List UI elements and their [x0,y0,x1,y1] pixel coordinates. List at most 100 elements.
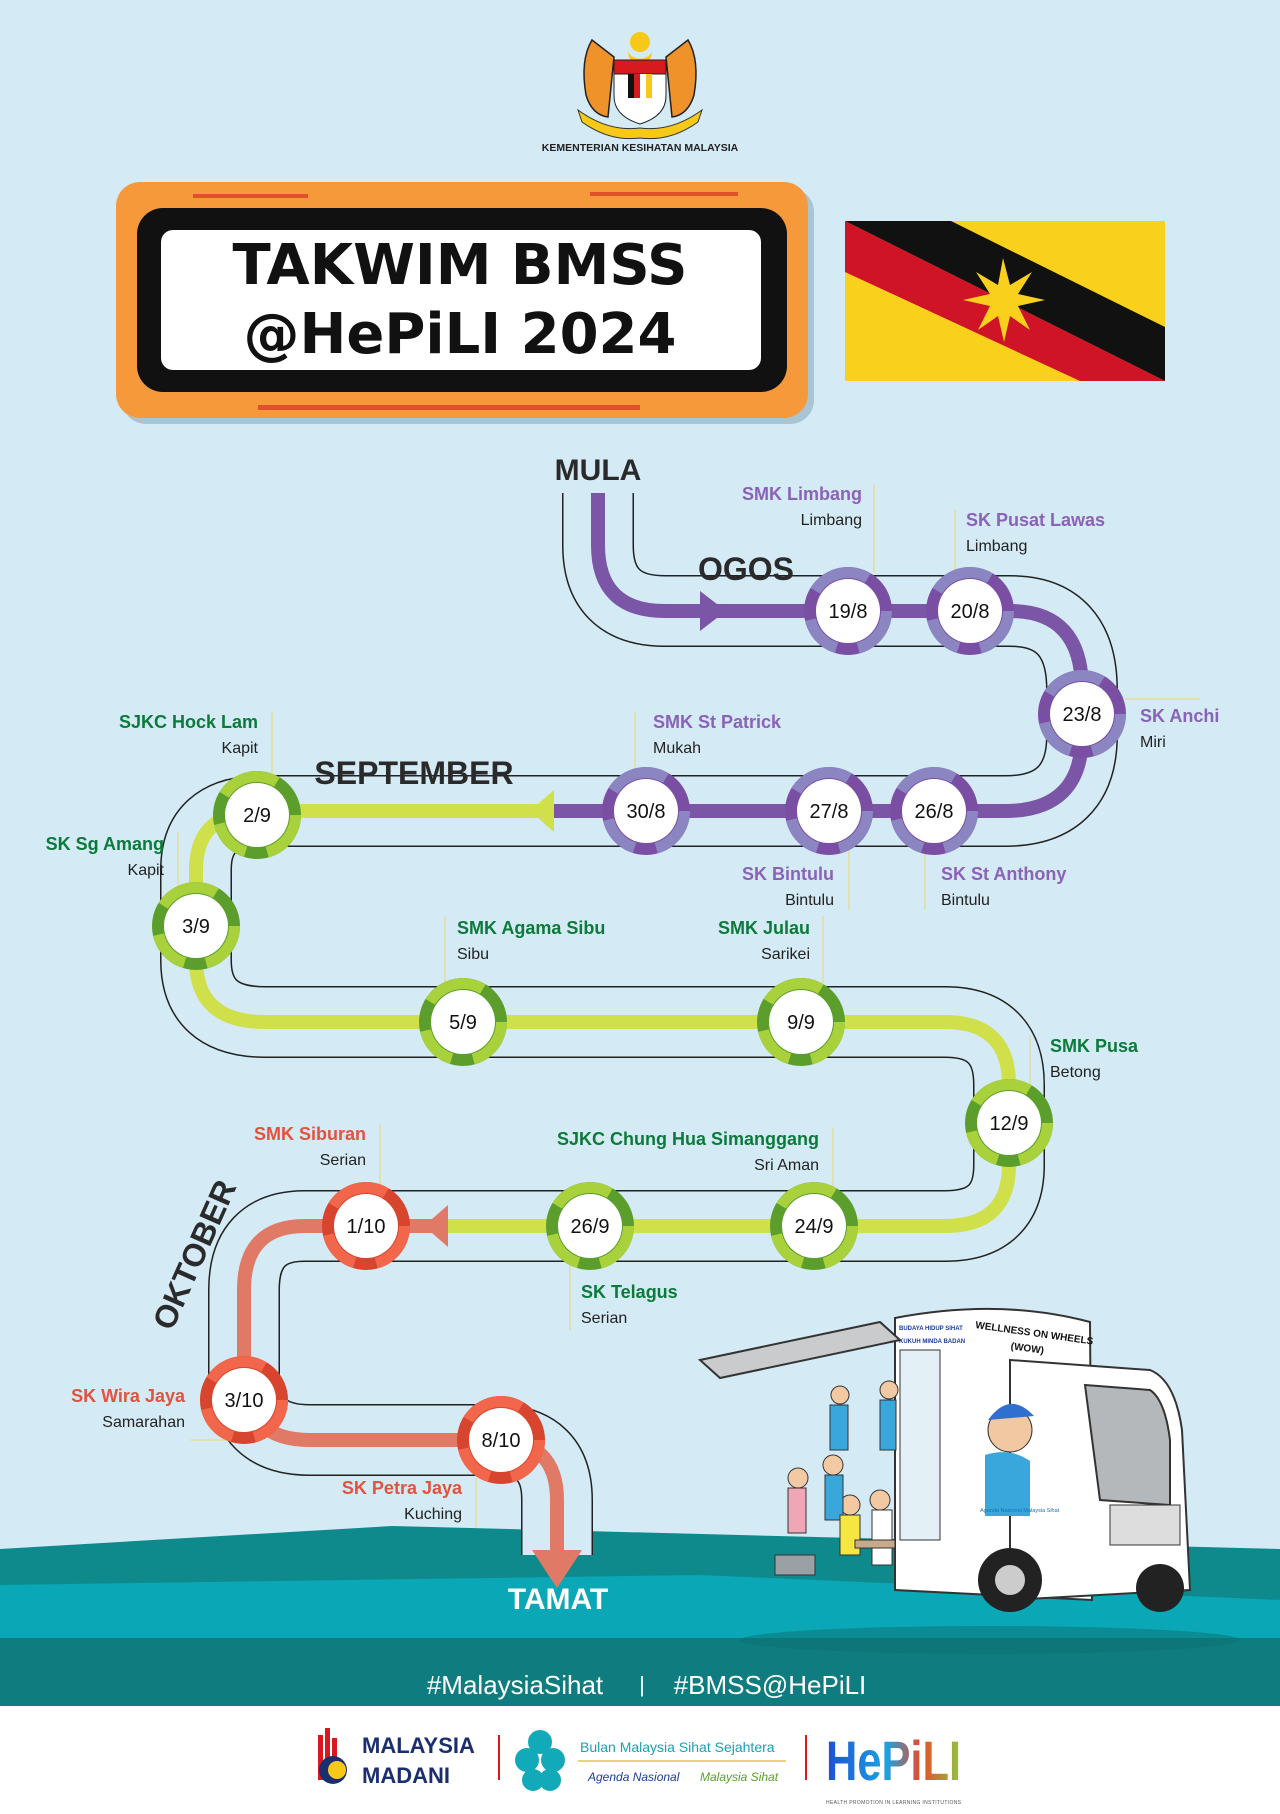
stop-school-name: SMK Siburan [254,1124,366,1144]
stop-ring-highlight [926,567,1014,655]
stop-district: Limbang [966,538,1027,555]
stop-date: 26/9 [571,1216,610,1238]
stop-school-name: SK Petra Jaya [342,1478,463,1498]
route-stop[interactable]: 5/9 [419,978,507,1066]
route-stop[interactable]: 26/9 [546,1182,634,1270]
stop-school-name: SMK Agama Sibu [457,918,605,938]
direction-arrow-icon [530,790,554,832]
hashtag-bar: #MalaysiaSihat | #BMSS@HePiLI [427,1670,866,1700]
stop-center [938,579,1002,643]
route-stop[interactable]: 1/10 [322,1182,410,1270]
route-stop[interactable]: 26/8 [890,767,978,855]
route-stop[interactable]: 24/9 [770,1182,858,1270]
stop-date: 9/9 [787,1012,815,1034]
stop-school-name: SJKC Hock Lam [119,712,258,732]
stop-center [797,779,861,843]
logo-hepili-sub: HEALTH PROMOTION IN LEARNING INSTITUTION… [826,1800,962,1806]
logo-bmss-line2b: Malaysia Sihat [700,1770,779,1784]
stop-school-name: SMK Limbang [742,484,862,504]
route-stop[interactable]: 2/9 [213,771,301,859]
stop-ring-highlight [757,978,845,1066]
stop-district: Mukah [653,740,701,757]
route-stop[interactable]: 3/9 [152,882,240,970]
stop-ring-highlight [152,882,240,970]
hashtag-bmss-hepili: #BMSS@HePiLI [674,1670,867,1700]
stop-school-name: SK St Anthony [941,864,1066,884]
stop-ring-highlight [770,1182,858,1270]
route-stop[interactable]: 23/8 [1038,670,1126,758]
stop-district: Kuching [404,1506,462,1523]
stop-center [212,1368,276,1432]
stop-district: Sarikei [761,946,810,963]
stop-center [977,1091,1041,1155]
stop-center [431,990,495,1054]
route-line-october [237,1219,564,1555]
logo-madani-line2: MADANI [362,1763,450,1788]
stop-district: Betong [1050,1064,1101,1081]
stop-ring-highlight [890,767,978,855]
route-stop[interactable]: 8/10 [457,1396,545,1484]
stop-ring-highlight [785,767,873,855]
hashtag-malaysiasihat: #MalaysiaSihat [427,1670,604,1700]
stop-district: Kapit [128,862,165,879]
stop-ring-highlight [546,1182,634,1270]
stop-school-name: SK Pusat Lawas [966,510,1105,530]
month-label-september: SEPTEMBER [314,755,513,791]
stop-center [225,783,289,847]
stop-school-name: SMK Pusa [1050,1036,1139,1056]
van-sign-sub: (WOW) [1010,1341,1045,1357]
start-label: MULA [555,454,642,487]
stop-ring-highlight [965,1079,1053,1167]
end-label: TAMAT [508,1583,609,1616]
stop-date: 20/8 [951,601,990,623]
stop-district: Bintulu [941,892,990,909]
stop-date: 26/8 [915,801,954,823]
stop-district: Kapit [222,740,259,757]
route-stop[interactable]: 12/9 [965,1079,1053,1167]
end-arrow-icon [532,1550,582,1588]
route-stop[interactable]: 9/9 [757,978,845,1066]
stop-date: 3/9 [182,916,210,938]
stop-district: Samarahan [102,1414,185,1431]
stop-center [614,779,678,843]
stop-date: 8/10 [482,1430,521,1452]
route-stop[interactable]: 19/8 [804,567,892,655]
route-line-september [189,804,1016,1233]
stop-school-name: SK Anchi [1140,706,1219,726]
route-stop[interactable]: 3/10 [200,1356,288,1444]
stop-school-name: SK Bintulu [742,864,834,884]
stop-school-name: SK Sg Amang [46,834,164,854]
stop-date: 23/8 [1063,704,1102,726]
route-stop[interactable]: 20/8 [926,567,1014,655]
stop-ring-highlight [804,567,892,655]
stop-date: 2/9 [243,805,271,827]
sarawak-flag [845,221,1165,381]
stop-district: Bintulu [785,892,834,909]
route-stop[interactable]: 30/8 [602,767,690,855]
stop-district: Miri [1140,734,1166,751]
hepili-logo: HePiLI HEALTH PROMOTION IN LEARNING INST… [826,1729,962,1806]
stop-date: 24/9 [795,1216,834,1238]
stop-center [902,779,966,843]
stop-ring-highlight [1038,670,1126,758]
direction-arrow-icon [424,1205,448,1247]
flag-star-icon [963,258,1045,342]
stop-district: Sri Aman [754,1157,819,1174]
van-slogan-line2: KUKUH MINDA BADAN [899,1339,965,1345]
ministry-name: KEMENTERIAN KESIHATAN MALAYSIA [542,142,739,154]
month-label-august: OGOS [698,551,794,587]
stop-ring-highlight [457,1396,545,1484]
route-stop[interactable]: 27/8 [785,767,873,855]
title-board: TAKWIM BMSS @HePiLI 2024 [116,182,814,424]
stop-district: Serian [581,1310,627,1327]
ministry-emblem-logo: KEMENTERIAN KESIHATAN MALAYSIA [542,32,739,154]
direction-arrow-icon [700,591,726,631]
stop-date: 19/8 [829,601,868,623]
route-line-august [552,493,1089,818]
logo-bmss-line2a: Agenda Nasional [587,1770,680,1784]
stop-date: 27/8 [810,801,849,823]
stop-center [816,579,880,643]
stop-ring-highlight [602,767,690,855]
stop-center [782,1194,846,1258]
